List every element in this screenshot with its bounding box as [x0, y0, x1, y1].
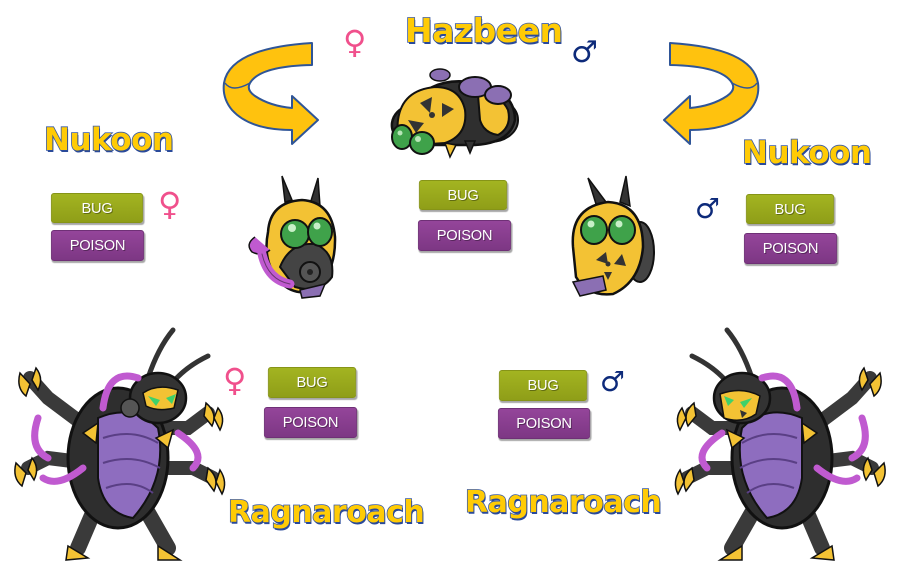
hazbeen-type-poison-badge: POISON: [417, 220, 512, 251]
ragnaroach-female-type-bug-badge: BUG: [267, 367, 357, 398]
ragnaroach-male-title: Ragnaroach: [464, 485, 662, 520]
female-symbol-icon: ♀: [343, 23, 367, 61]
nukoon-male-type-poison-badge: POISON: [743, 233, 838, 264]
nukoon-male-title: Nukoon: [741, 135, 873, 171]
evolution-arrow-right-icon: [663, 42, 760, 145]
nukoon-male-type-bug-badge: BUG: [745, 194, 835, 224]
ragnaroach-male-type-bug-badge: BUG: [498, 370, 588, 401]
hazbeen-sprite-icon: [390, 68, 519, 159]
ragnaroach-female-title: Ragnaroach: [227, 495, 425, 530]
male-symbol-icon: ♂: [695, 192, 721, 225]
nukoon-female-type-poison-badge: POISON: [50, 230, 145, 261]
male-symbol-icon: ♂: [600, 365, 626, 398]
nukoon-male-sprite-icon: [571, 175, 655, 297]
ragnaroach-female-sprite-icon: [14, 327, 226, 561]
nukoon-female-sprite-icon: [248, 175, 337, 299]
male-symbol-icon: ♂: [571, 35, 598, 70]
female-symbol-icon: ♀: [223, 361, 247, 399]
female-symbol-icon: ♀: [158, 185, 182, 223]
nukoon-female-type-bug-badge: BUG: [50, 193, 144, 223]
hazbeen-type-bug-badge: BUG: [418, 180, 508, 210]
ragnaroach-female-type-poison-badge: POISON: [263, 407, 358, 438]
nukoon-female-title: Nukoon: [43, 122, 175, 158]
hazbeen-title: Hazbeen: [404, 11, 564, 50]
ragnaroach-male-type-poison-badge: POISON: [497, 408, 591, 439]
evolution-arrow-left-icon: [222, 42, 319, 145]
ragnaroach-male-sprite-icon: [674, 327, 886, 561]
